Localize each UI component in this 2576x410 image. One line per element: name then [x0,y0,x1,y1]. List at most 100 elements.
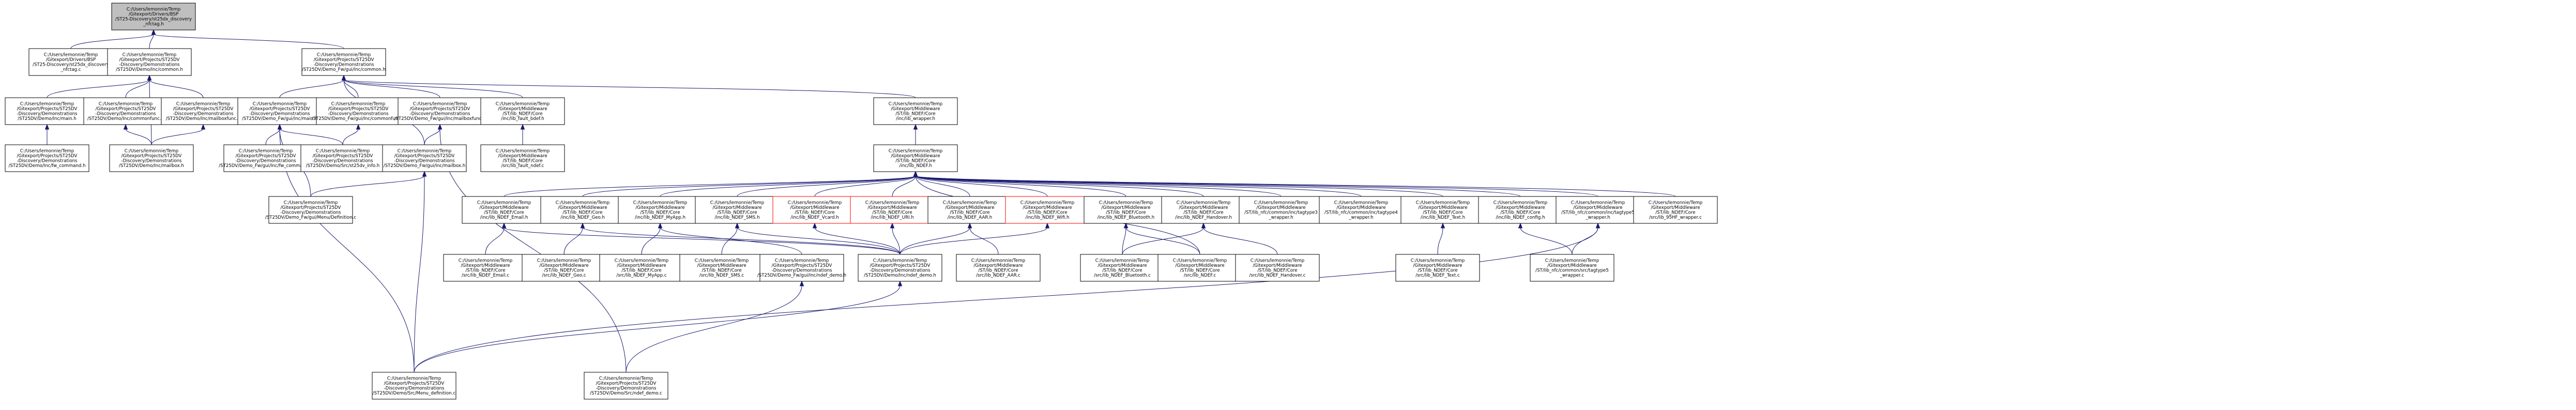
file-node[interactable]: C:/Users/lemonnie/Temp/Gitexport/Project… [161,97,246,125]
file-node[interactable]: C:/Users/lemonnie/Temp/Gitexport/Middlew… [462,196,546,224]
dependency-edge [414,222,1601,373]
file-node[interactable]: C:/Users/lemonnie/Temp/Gitexport/Middlew… [956,254,1041,282]
file-node[interactable]: C:/Users/lemonnie/Temp/Gitexport/Middlew… [679,254,764,282]
file-node-box [522,254,606,282]
file-node-label: -Discovery/Demonstrations [17,112,78,117]
dependency-edge [520,124,525,145]
file-node-label: C:/Users/lemonnie/Temp [865,200,919,205]
file-node-label: /ST25DV/Demo/Inc/ndef_demo.h [864,273,936,278]
file-node-label: C:/Users/lemonnie/Temp [873,258,927,263]
file-node[interactable]: C:/Users/lemonnie/Temp/Gitexport/Middlew… [443,254,528,282]
file-node-box [1161,196,1246,224]
file-node-label: C:/Users/lemonnie/Temp [1095,258,1149,263]
file-node[interactable]: C:/Users/lemonnie/Temp/Gitexport/Middlew… [1395,254,1480,282]
file-node[interactable]: C:/Users/lemonnie/Temp/Gitexport/Middlew… [1556,196,1640,224]
file-node[interactable]: C:/Users/lemonnie/Temp/Gitexport/Middlew… [1084,196,1168,224]
file-node-label: C:/Users/lemonnie/Temp [556,200,609,205]
file-node-label: /Gitexport/Middleware [558,205,607,210]
file-node[interactable]: C:/Users/lemonnie/Temp/Gitexport/Middlew… [522,254,606,282]
file-node-label: /Gitexport/Projects/ST25DV [870,263,931,268]
file-node-label: /ST25DV/Demo/Inc/fw_command.h [8,163,85,169]
file-node-label: C:/Users/lemonnie/Temp [1545,258,1599,263]
file-node[interactable]: C:/Users/lemonnie/Temp/Gitexport/Middlew… [480,97,565,125]
file-node[interactable]: C:/Users/lemonnie/Temp/Gitexport/Middlew… [618,196,703,224]
dependency-edge [913,171,1362,197]
file-node-box [111,3,196,31]
file-node[interactable]: C:/Users/lemonnie/Temp/Gitexport/Middlew… [1235,254,1320,282]
file-node[interactable]: C:/Users/lemonnie/Temp/Gitexport/Project… [5,97,89,125]
file-node[interactable]: C:/Users/lemonnie/Temp/Gitexport/Project… [109,144,194,172]
file-node-label: /ST25DV/Demo/Inc/mailbox.h [119,163,184,169]
file-node[interactable]: C:/Users/lemonnie/Temp/Gitexport/Project… [300,144,385,172]
file-node-box [873,97,958,125]
file-node-label: /src/lib_NDEF_AAR.c [976,273,1020,278]
file-node[interactable]: C:/Users/lemonnie/Temp/Gitexport/Middlew… [695,196,780,224]
file-node-box [927,196,1012,224]
file-node[interactable]: C:/Users/lemonnie/Temp/Gitexport/Project… [584,372,668,400]
file-node-label: /ST/lib_NDEF/Core [1183,210,1223,216]
file-node-box [382,144,467,172]
dependency-edge [279,74,346,98]
file-node-label: /Gitexport/Middleware [1253,263,1302,268]
file-node-label: /ST/lib_NDEF/Core [562,210,602,216]
file-node[interactable]: C:/Users/lemonnie/Temp/Gitexport/Project… [83,97,168,125]
file-node-box [268,196,353,224]
file-node[interactable]: C:/Users/lemonnie/Temp/Gitexport/Middlew… [873,144,958,172]
file-node[interactable]: C:/Users/lemonnie/Temp/Gitexport/Middlew… [599,254,684,282]
file-node[interactable]: C:/Users/lemonnie/Temp/Gitexport/Project… [265,196,356,224]
file-node[interactable]: C:/Users/lemonnie/Temp/Gitexport/Project… [301,48,386,76]
file-node[interactable]: C:/Users/lemonnie/Temp/Gitexport/Middlew… [873,97,958,125]
file-node[interactable]: C:/Users/lemonnie/Temp/Gitexport/Project… [394,97,486,125]
file-node-label: -Discovery/Demonstrations [384,386,445,391]
file-node-label: /ST/lib_nfc/common/src/tagtype5 [1535,268,1609,274]
file-node[interactable]: C:/Users/lemonnie/Temp/Gitexport/Project… [237,97,322,125]
file-node[interactable]: C:/Users/lemonnie/Temp/Gitexport/Project… [312,97,405,125]
file-node[interactable]: C:/Users/lemonnie/Temp/Gitexport/Middlew… [850,196,935,224]
file-node-label: C:/Users/lemonnie/Temp [44,52,98,57]
file-node-label: /Gitexport/Middleware [479,205,528,210]
file-node[interactable]: C:/Users/lemonnie/Temp/Gitexport/Project… [219,144,313,172]
file-node-label: /ST/lib_NDEF/Core [1257,268,1297,274]
file-node[interactable]: C:/Users/lemonnie/Temp/Gitexport/Middlew… [1633,196,1718,224]
file-node[interactable]: C:/Users/lemonnie/Temp/Gitexport/Middlew… [1080,254,1165,282]
file-node[interactable]: C:/Users/lemonnie/Temp/Gitexport/Middlew… [540,196,625,224]
file-node[interactable]: C:/Users/lemonnie/Temp/Gitexport/Middlew… [1157,254,1242,282]
file-node[interactable]: C:/Users/lemonnie/Temp/Gitexport/Middlew… [1161,196,1246,224]
file-node-label: /ST25DV/Demo_Fw/gui/Inc/mailboxfunc.h [394,116,485,122]
file-node[interactable]: C:/Users/lemonnie/Temp/Gitexport/Middlew… [1478,196,1563,224]
file-node-box [109,144,194,172]
file-node-box [1530,254,1614,282]
file-node-box [462,196,546,224]
file-node[interactable]: C:/Users/lemonnie/Temp/Gitexport/Middlew… [1400,196,1485,224]
file-node[interactable]: C:/Users/lemonnie/Temp/Gitexport/Middlew… [772,196,857,224]
file-node[interactable]: C:/Users/lemonnie/Temp/Gitexport/Middlew… [480,144,565,172]
file-node[interactable]: C:/Users/lemonnie/Temp/Gitexport/Middlew… [927,196,1012,224]
file-node[interactable]: C:/Users/lemonnie/Temp/Gitexport/Project… [858,254,942,282]
dependency-edge [1123,222,1200,255]
file-node[interactable]: C:/Users/lemonnie/Temp/Gitexport/Project… [107,48,192,76]
file-node-label: /ST25DV/Demo_Fw/gui/Inc/main.h [242,116,317,122]
file-node-box [1239,196,1323,224]
file-node-label: /inc/lib_NDEF_Handover.h [1175,215,1232,220]
file-node-label: C:/Users/lemonnie/Temp [127,7,180,12]
file-node[interactable]: C:/Users/lemonnie/Temp/Gitexport/Middlew… [1530,254,1614,282]
file-node[interactable]: C:/Users/lemonnie/Temp/Gitexport/Middlew… [1005,196,1090,224]
file-node[interactable]: C:/Users/lemonnie/Temp/Gitexport/Middlew… [1239,196,1323,224]
dependency-edge [1572,222,1601,255]
file-node[interactable]: C:/Users/lemonnie/Temp/Gitexport/Drivers… [28,48,113,76]
file-node-label: C:/Users/lemonnie/Temp [239,148,293,154]
file-node-box [759,254,844,282]
file-node-label: C:/Users/lemonnie/Temp [1571,200,1625,205]
file-node-label: /Gitexport/Middleware [1098,263,1147,268]
file-node-label: /ST/lib_nfc/common/inc/tagtype3 [1244,210,1318,216]
file-node[interactable]: C:/Users/lemonnie/Temp/Gitexport/Middlew… [1319,196,1404,224]
dependency-edge [900,222,1050,255]
file-node[interactable]: C:/Users/lemonnie/Temp/Gitexport/Project… [5,144,89,172]
file-node-label: -Discovery/Demonstrations [249,112,310,117]
file-node[interactable]: C:/Users/lemonnie/Temp/Gitexport/Project… [757,254,846,282]
file-node[interactable]: C:/Users/lemonnie/Temp/Gitexport/Project… [382,144,467,172]
file-node-label: /ST25DV/Demo_Fw/gui/Inc/commonfunc.h [312,116,405,122]
file-node[interactable]: C:/Users/lemonnie/Temp/Gitexport/Project… [372,372,456,400]
file-node-label: /ST/lib_NDEF/Core [978,268,1018,274]
file-node-label: /inc/lib_NDEF_MyApp.h [635,215,685,220]
